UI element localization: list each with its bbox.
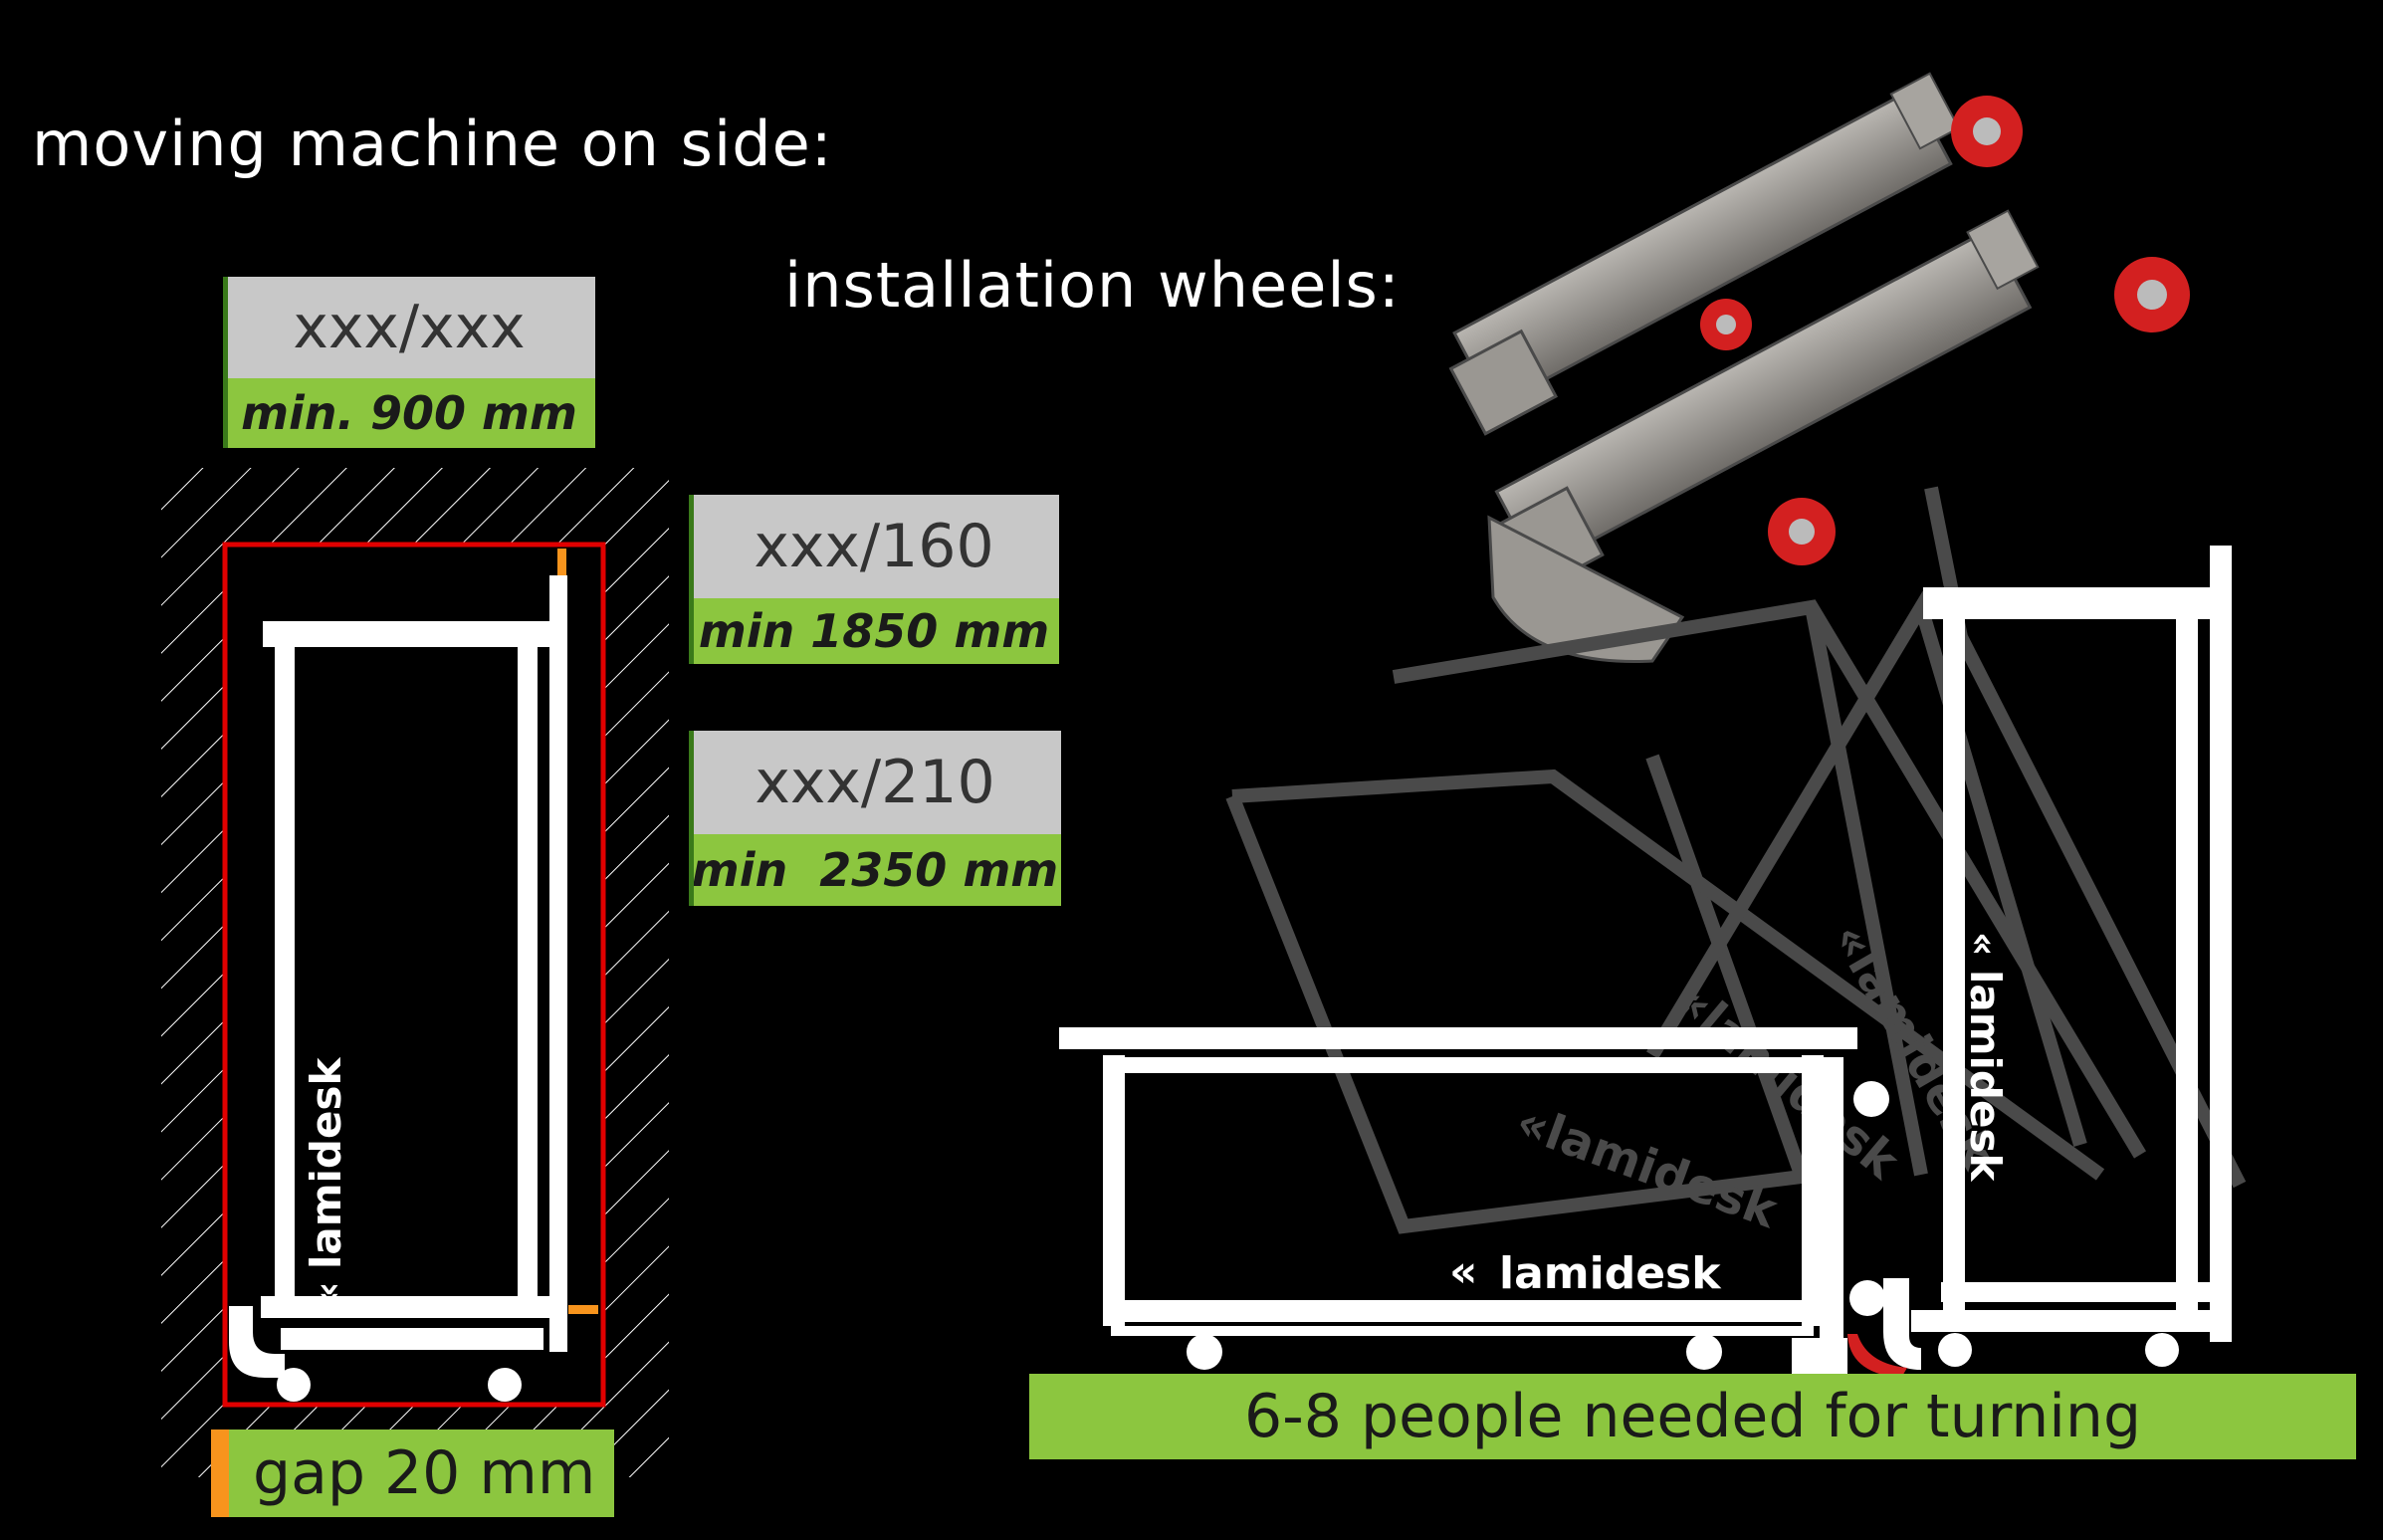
machine-footprint-outline	[222, 542, 606, 1408]
brand-logo-horizontal-chevrons: «	[1449, 1246, 1477, 1297]
brand-logo-horizontal: lamidesk	[1499, 1248, 1722, 1299]
dimension-min: min. 900 mm	[223, 378, 595, 448]
dimension-model: xxx/210	[689, 731, 1061, 834]
machine-side-frame	[229, 575, 567, 1402]
red-caster-wheel	[1700, 96, 2190, 565]
brand-logo-upright-chevrons: «	[1962, 932, 2006, 957]
dimension-min: min 2350 mm	[689, 834, 1061, 906]
gap-marker-top	[557, 549, 566, 578]
gap-label: gap 20 mm	[253, 1438, 596, 1508]
dimension-edge	[689, 495, 694, 664]
dimension-edge	[223, 277, 228, 448]
brand-logo-vertical: lamidesk	[302, 1057, 350, 1269]
dimension-box-xxx: xxx/xxx min. 900 mm	[223, 277, 595, 448]
gap-label-bar: gap 20 mm	[211, 1430, 614, 1517]
turning-instruction-bar: 6-8 people needed for turning	[1029, 1374, 2356, 1459]
brand-logo-upright: lamidesk	[1961, 970, 2010, 1182]
gap-marker	[211, 1430, 229, 1517]
page-title: moving machine on side:	[32, 108, 833, 180]
svg-text:«lamidesk: «lamidesk	[1509, 1094, 1785, 1240]
dimension-model: xxx/xxx	[223, 277, 595, 378]
wheels-label: installation wheels:	[784, 249, 1401, 322]
pivot-red-mark	[1847, 1334, 1907, 1378]
dimension-min: min 1850 mm	[689, 598, 1059, 664]
gap-marker-side	[568, 1305, 598, 1314]
dimension-edge	[689, 731, 694, 906]
turning-label: 6-8 people needed for turning	[1243, 1382, 2142, 1451]
brand-logo-chevrons: «	[306, 1281, 349, 1306]
machine-lying-frame	[1059, 1027, 1889, 1374]
machine-upright-frame	[1883, 546, 2232, 1370]
installation-wheels	[1448, 72, 2190, 663]
dimension-box-160: xxx/160 min 1850 mm	[689, 495, 1059, 664]
ghost-brand-text: «lamidesk «lamidesk «lamidesk	[1509, 914, 2007, 1239]
dimension-model: xxx/160	[689, 495, 1059, 598]
dimension-box-210: xxx/210 min 2350 mm	[689, 731, 1061, 906]
